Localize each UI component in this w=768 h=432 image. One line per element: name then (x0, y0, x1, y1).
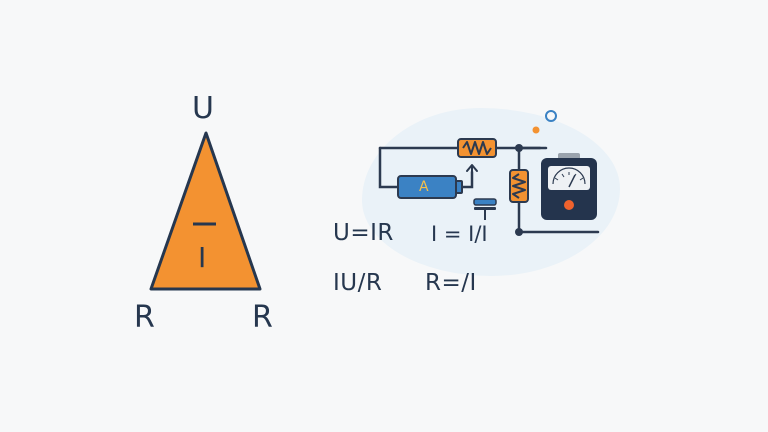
current-arrow-icon (466, 164, 478, 187)
equation-iu-over-r: IU/R (333, 270, 383, 296)
voltmeter-icon (541, 153, 597, 220)
ammeter-label: A (419, 179, 429, 195)
resistor-icon (509, 169, 529, 203)
triangle-top-label: U (192, 91, 214, 126)
triangle-shape (149, 131, 262, 291)
triangle-bottom-right-label: R (252, 300, 273, 335)
junction-dot-bottom (515, 228, 523, 236)
capacitor-icon (473, 198, 497, 220)
triangle-bottom-left-label: R (134, 300, 155, 335)
triangle-center-label: I (198, 241, 207, 274)
battery-icon (397, 175, 463, 199)
decorative-dot-orange (532, 126, 540, 134)
equation-u-equals-ir: U=IR (333, 220, 394, 246)
resistor-icon (457, 138, 497, 158)
decorative-dot-blue (545, 110, 557, 122)
junction-dot-top (515, 144, 523, 152)
equation-i-formula: I = I/I (431, 222, 488, 246)
equation-r-formula: R=/I (425, 270, 477, 296)
